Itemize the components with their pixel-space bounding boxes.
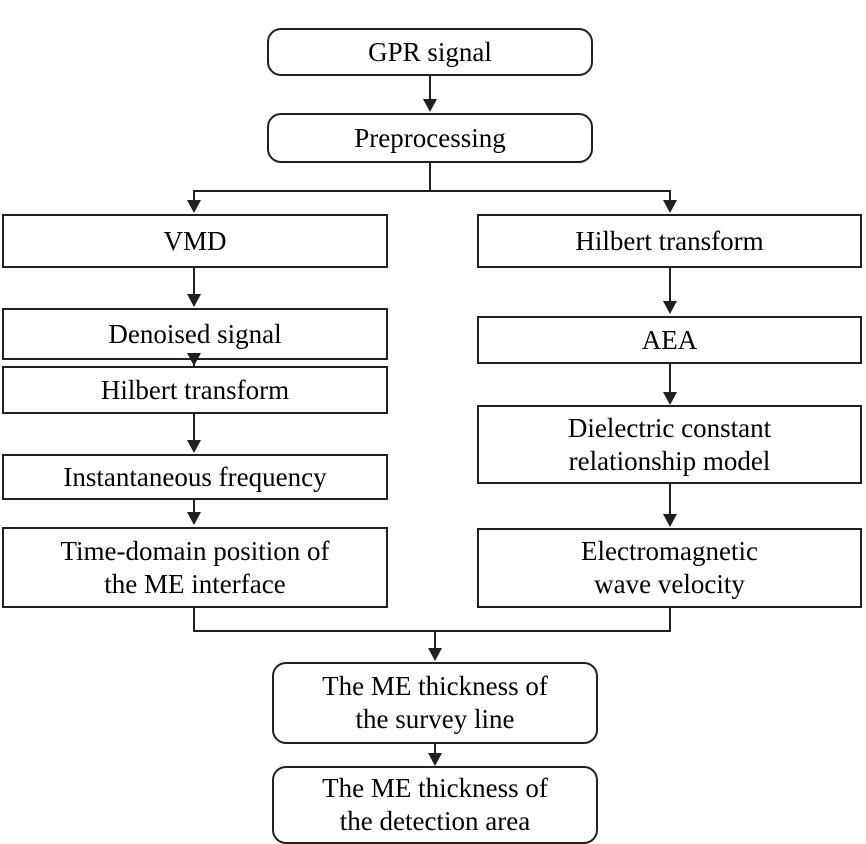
edge-split-left-arrowhead: [187, 200, 201, 213]
edge-split-right-drop: [669, 190, 671, 207]
edge-survey-to-detection-line: [434, 744, 436, 756]
edge-merge-horizontal-bar: [193, 630, 671, 632]
edge-hilbert-to-instantaneous-arrowhead: [187, 440, 201, 453]
edge-instantaneous-to-timedomain-line: [193, 500, 195, 517]
node-me-thickness-detection-area: The ME thickness of the detection area: [272, 766, 598, 844]
edge-gpr-to-preprocessing-arrowhead: [423, 99, 437, 112]
node-hilbert-transform-left: Hilbert transform: [2, 366, 388, 414]
edge-vmd-to-denoised-line: [193, 268, 195, 296]
node-electromagnetic-wave-velocity: Electromagnetic wave velocity: [477, 528, 862, 608]
edge-dielectric-to-emwave-line: [669, 484, 671, 515]
node-aea: AEA: [477, 316, 862, 364]
edge-instantaneous-to-timedomain-arrowhead: [187, 512, 201, 525]
node-gpr-signal-label: GPR signal: [368, 36, 492, 67]
edge-hilbertright-to-aea-line: [669, 268, 671, 302]
node-time-domain-position-label: Time-domain position of the ME interface: [60, 535, 330, 599]
node-me-thickness-survey-line-label: The ME thickness of the survey line: [322, 671, 548, 734]
node-dielectric-constant-model-label: Dielectric constant relationship model: [567, 412, 772, 476]
node-denoised-signal-label: Denoised signal: [108, 318, 282, 349]
edge-merge-to-survey-arrowhead: [428, 648, 442, 661]
node-hilbert-transform-right: Hilbert transform: [477, 214, 862, 268]
node-gpr-signal: GPR signal: [267, 28, 593, 76]
edge-preprocessing-stem: [429, 163, 431, 192]
node-me-thickness-detection-area-label: The ME thickness of the detection area: [322, 773, 548, 836]
node-preprocessing: Preprocessing: [267, 113, 593, 163]
edge-gpr-to-preprocessing-line: [429, 76, 431, 100]
edge-vmd-to-denoised-arrowhead: [187, 294, 201, 307]
node-aea-label: AEA: [641, 324, 698, 355]
edge-merge-right-drop: [669, 608, 671, 632]
edge-dielectric-to-emwave-arrowhead: [663, 514, 677, 527]
edge-aea-to-dielectric-line: [669, 364, 671, 395]
node-instantaneous-frequency: Instantaneous frequency: [2, 454, 388, 500]
node-hilbert-transform-left-label: Hilbert transform: [100, 374, 290, 405]
node-electromagnetic-wave-velocity-label: Electromagnetic wave velocity: [581, 536, 758, 599]
edge-split-horizontal-bar: [193, 190, 671, 192]
edge-merge-to-survey-line: [434, 630, 436, 651]
edge-split-left-drop: [193, 190, 195, 207]
edge-aea-to-dielectric-arrowhead: [663, 392, 677, 405]
edge-merge-left-drop: [193, 608, 195, 632]
edge-split-right-arrowhead: [663, 200, 677, 213]
node-preprocessing-label: Preprocessing: [354, 122, 506, 153]
edge-survey-to-detection-arrowhead: [428, 753, 442, 766]
node-instantaneous-frequency-label: Instantaneous frequency: [63, 461, 327, 492]
node-vmd-label: VMD: [163, 225, 227, 256]
edge-hilbert-to-instantaneous-line: [193, 414, 195, 442]
node-hilbert-transform-right-label: Hilbert transform: [575, 225, 764, 256]
node-vmd: VMD: [2, 214, 388, 268]
edge-hilbertright-to-aea-arrowhead: [663, 301, 677, 314]
node-time-domain-position: Time-domain position of the ME interface: [2, 527, 388, 608]
edge-denoised-to-hilbert-arrowhead: [187, 353, 201, 366]
node-me-thickness-survey-line: The ME thickness of the survey line: [272, 662, 598, 744]
node-dielectric-constant-model: Dielectric constant relationship model: [477, 405, 862, 484]
